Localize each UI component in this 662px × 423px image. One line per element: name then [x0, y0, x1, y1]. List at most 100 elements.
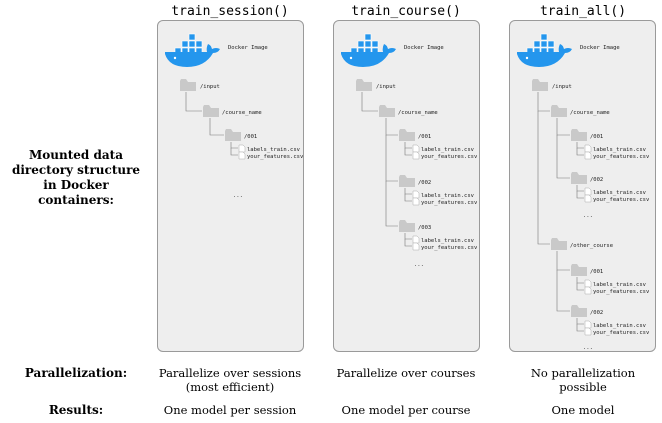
course-folder-label: /course_name: [398, 110, 438, 116]
file-label: your_features.csv: [593, 154, 650, 160]
results-train-session: One model per session: [163, 403, 297, 417]
file-label: your_features.csv: [421, 245, 478, 251]
parallelization-train-all: No parallelization possible: [530, 366, 636, 394]
tree-connector: [576, 318, 584, 325]
directory-tree: /input/course_name/001labels_train.csvyo…: [356, 79, 478, 268]
row-label-results: Results:: [48, 403, 104, 417]
file-icon: [412, 235, 420, 244]
session-folder-label: /002: [590, 177, 603, 183]
folder-icon: [571, 305, 587, 317]
tree-connector: [404, 142, 412, 149]
docker-whale-icon: [341, 33, 396, 67]
row-label-structure: Mounted data directory structure in Dock…: [11, 148, 141, 207]
tree-connector: [209, 118, 224, 136]
tree-connector: [230, 142, 238, 149]
panel-train-course: Docker Image /input/course_name/001 label…: [333, 20, 480, 352]
tree-connector: [556, 118, 570, 136]
tree-connector: [576, 148, 584, 156]
docker-whale-icon: [517, 33, 572, 67]
tree-connector: [404, 188, 412, 195]
tree-connector: [576, 185, 584, 192]
input-folder-label: /input: [376, 84, 396, 90]
session-folder-label: /001: [244, 134, 257, 140]
column-title-train-course: train_course(): [351, 4, 461, 19]
tree-connector: [556, 135, 570, 179]
file-icon: [412, 151, 420, 160]
tree-connector: [576, 277, 584, 284]
folder-icon: [225, 129, 241, 141]
file-icon: [584, 187, 592, 196]
file-icon: [412, 144, 420, 153]
session-folder-label: /002: [418, 180, 431, 186]
folder-icon: [180, 79, 196, 91]
folder-icon: [379, 105, 395, 117]
input-folder-label: /input: [200, 84, 220, 90]
tree-connector: [404, 194, 412, 202]
file-label: your_features.csv: [593, 330, 650, 336]
folder-icon: [532, 79, 548, 91]
docker-image-label: Docker Image: [228, 45, 268, 51]
ellipsis: ...: [233, 193, 243, 199]
folder-icon: [551, 238, 567, 250]
docker-image-label: Docker Image: [404, 45, 444, 51]
file-label: labels_train.csv: [421, 193, 475, 199]
course-folder-label: /other_course: [570, 243, 613, 249]
column-title-train-all: train_all(): [539, 4, 627, 19]
file-icon: [412, 197, 420, 206]
tree-connector: [576, 283, 584, 291]
file-icon: [584, 144, 592, 153]
session-folder-label: /002: [590, 310, 603, 316]
file-icon: [584, 151, 592, 160]
tree-connector: [556, 251, 570, 271]
tree-connector: [385, 135, 398, 182]
tree-connector: [576, 324, 584, 332]
file-label: your_features.csv: [593, 197, 650, 203]
tree-connector: [230, 148, 238, 156]
file-label: your_features.csv: [421, 154, 478, 160]
tree-connector: [361, 92, 378, 112]
row-label-parallelization: Parallelization:: [24, 366, 128, 380]
file-icon: [584, 279, 592, 288]
file-icon: [584, 286, 592, 295]
results-train-all: One model: [551, 403, 615, 417]
tree-connector: [185, 92, 202, 112]
file-icon: [412, 190, 420, 199]
tree-connector: [576, 142, 584, 149]
folder-icon: [571, 264, 587, 276]
file-icon: [584, 320, 592, 329]
panel-train-session: Docker Image /input/course_name/001 label…: [157, 20, 304, 352]
docker-whale-icon: [165, 33, 220, 67]
file-icon: [584, 194, 592, 203]
folder-icon: [356, 79, 372, 91]
column-title-train-session: train_session(): [171, 4, 289, 19]
session-folder-label: /003: [418, 225, 431, 231]
folder-icon: [399, 129, 415, 141]
tree-connector: [404, 148, 412, 156]
session-folder-label: /001: [418, 134, 431, 140]
file-icon: [238, 151, 246, 160]
parallelization-train-session: Parallelize over sessions (most efficien…: [158, 366, 302, 394]
directory-tree: /input/course_name/001labels_train.csvyo…: [180, 79, 303, 199]
input-folder-label: /input: [552, 84, 572, 90]
file-icon: [584, 327, 592, 336]
file-label: labels_train.csv: [247, 147, 301, 153]
docker-image-label: Docker Image: [580, 45, 620, 51]
parallelization-train-course: Parallelize over courses: [336, 366, 476, 380]
folder-icon: [399, 175, 415, 187]
file-label: your_features.csv: [421, 200, 478, 206]
tree-connector: [576, 191, 584, 199]
ellipsis: ...: [414, 262, 424, 268]
ellipsis: ...: [583, 345, 593, 351]
folder-icon: [551, 105, 567, 117]
tree-connector: [537, 111, 550, 245]
course-folder-label: /course_name: [222, 110, 262, 116]
file-label: labels_train.csv: [593, 323, 647, 329]
tree-connector: [537, 92, 550, 112]
file-label: labels_train.csv: [421, 238, 475, 244]
folder-icon: [399, 220, 415, 232]
folder-icon: [203, 105, 219, 117]
results-train-course: One model per course: [341, 403, 471, 417]
ellipsis: ...: [583, 213, 593, 219]
tree-connector: [385, 181, 398, 227]
